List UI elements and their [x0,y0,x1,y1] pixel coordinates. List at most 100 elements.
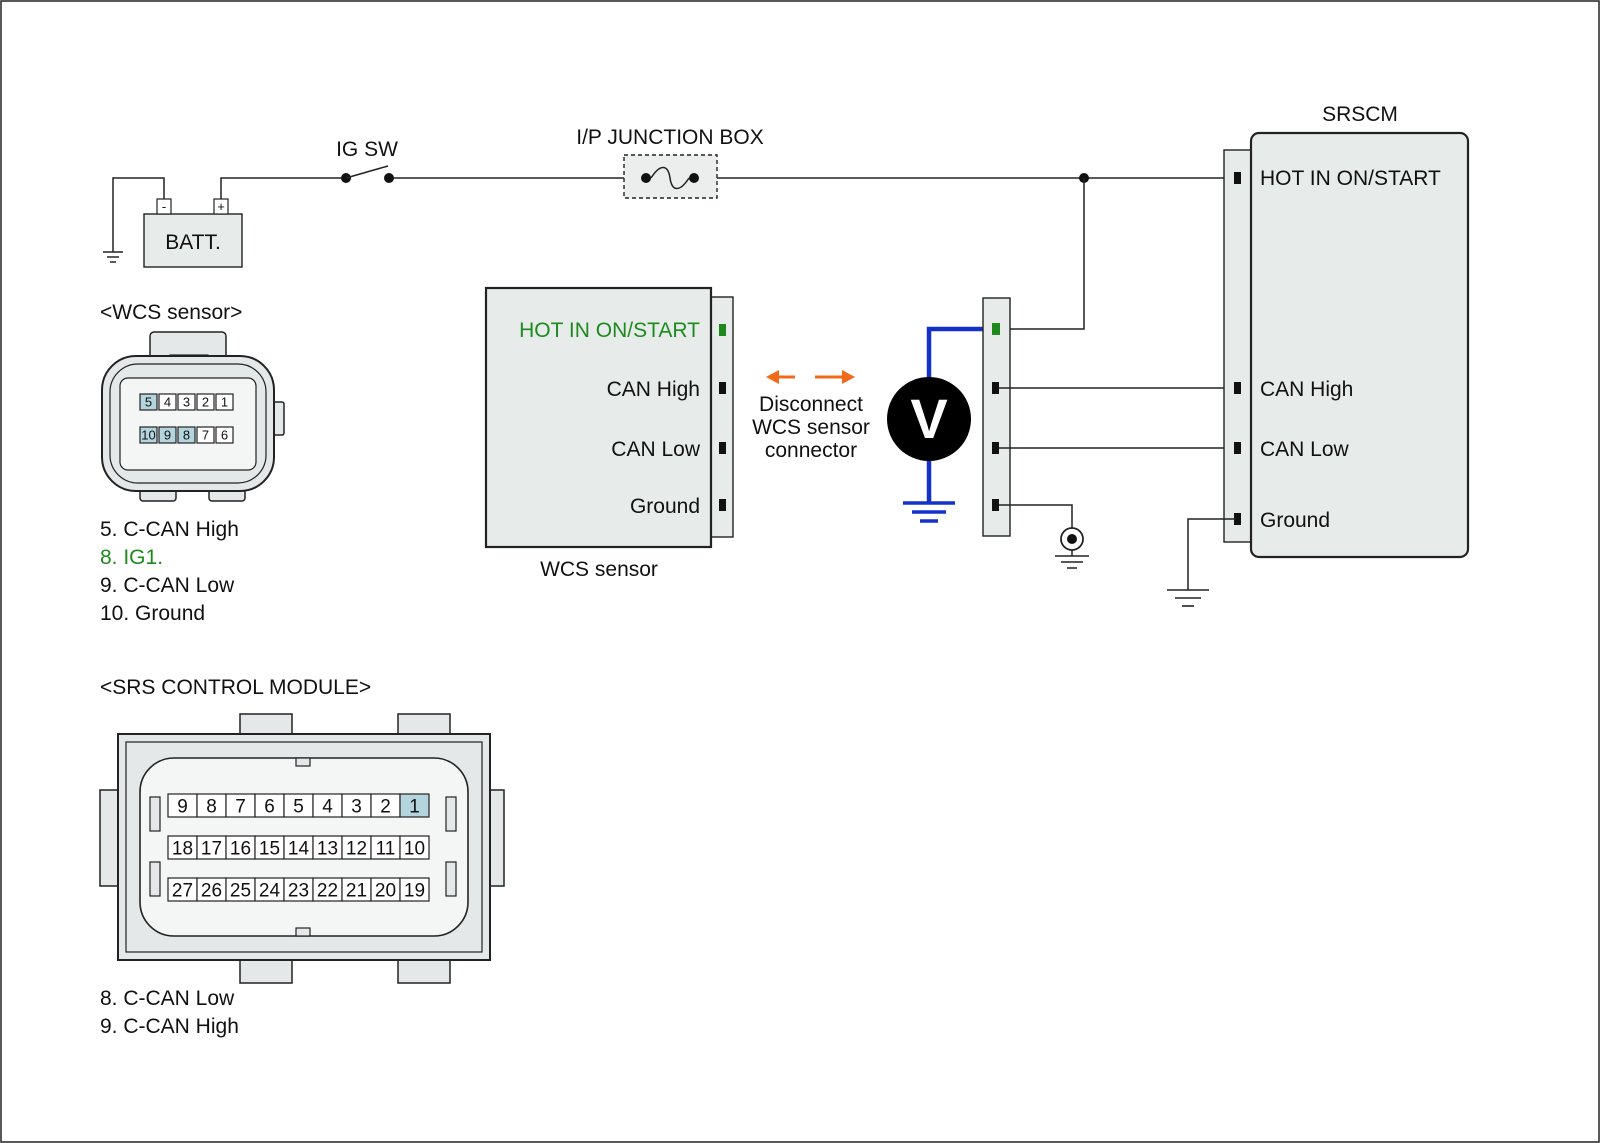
wcs-legend-item: 10. Ground [100,602,205,625]
battery-label: BATT. [165,231,221,254]
connector-pin-number: 20 [375,880,396,901]
connector-pin-number: 8 [183,428,190,443]
srscm-body [1249,131,1470,559]
connector-pin-number: 7 [235,796,246,817]
chassis-ground-icon [1055,527,1089,569]
connector-pin-number: 5 [293,796,304,817]
connector-pin-number: 7 [202,428,209,443]
harness-ground-wire [999,504,1073,528]
connector-pin-number: 27 [172,880,193,901]
connector-pin-number: 24 [259,880,281,901]
connector-pin-number: 2 [202,395,209,410]
srscm-pin-terminal-can-high [1234,382,1241,394]
battery-negative-terminal [156,198,172,215]
connector-pin-number: 6 [264,796,275,817]
harness-pin-can-high [992,382,999,394]
connector-pin-number: 6 [221,428,228,443]
srs-legend-item: 9. C-CAN High [100,1015,239,1038]
fuse-icon [650,166,690,190]
connector-pin-number: 13 [317,838,338,859]
connector-pin-number: 5 [145,395,152,410]
connector-pin-number: 21 [346,880,367,901]
disconnect-note-line-3: connector [765,439,857,462]
disconnect-arrows [766,370,855,384]
ig-switch-label: IG SW [336,138,398,161]
connector-pin-number: 16 [230,838,251,859]
connector-pin-number: 4 [322,796,333,817]
srscm-ground-icon [1167,589,1209,607]
srscm-pin-label-can-low: CAN Low [1260,438,1350,461]
connector-pin-number: 10 [404,838,425,859]
connector-pin-number: 14 [288,838,310,859]
voltmeter-positive-lead [926,326,995,380]
connector-pin-number: 10 [141,428,155,443]
harness-pin-ground [992,499,999,511]
srscm-module: SRSCM HOT IN ON/START CAN High CAN Low G… [1223,103,1470,559]
connector-pin-number: 1 [221,395,228,410]
connector-pin-number: 1 [409,796,420,817]
connector-pin-cell [215,426,234,444]
harness-connector-strip [982,297,1011,537]
connector-pin-cell [177,426,196,444]
hot-branch-wire [995,178,1085,330]
connector-pin-number: 26 [201,880,222,901]
disconnect-note-line-2: WCS sensor [752,416,870,439]
voltmeter: V [887,326,995,523]
wcs-pin-label-can-low: CAN Low [611,438,701,461]
battery-neg-sign: - [162,199,166,214]
voltmeter-ground-icon [903,501,955,523]
connector-pin-number: 4 [164,395,171,410]
srs-connector-title: <SRS CONTROL MODULE> [100,676,371,699]
srscm-pin-terminal-can-low [1234,442,1241,454]
srscm-pin-terminal-ground [1234,513,1241,525]
wcs-connector-face [101,331,285,502]
wcs-sensor-body [484,286,713,549]
connector-pin-cell [399,793,430,818]
battery-ground-icon [103,251,123,263]
srscm-pin-label-can-high: CAN High [1260,378,1353,401]
srscm-pin-terminal-hot [1234,172,1241,184]
junction-box-label: I/P JUNCTION BOX [576,126,763,149]
wcs-pin-label-can-high: CAN High [607,378,700,401]
connector-pin-number: 19 [404,880,425,901]
wcs-sensor-module: HOT IN ON/START CAN High CAN Low Ground … [484,286,734,581]
connector-pin-number: 3 [351,796,362,817]
battery-body [143,213,243,268]
connector-pin-number: 9 [164,428,171,443]
connector-pin-cell [139,393,158,411]
connector-pin-number: 17 [201,838,222,859]
connector-pin-cell [158,426,177,444]
connector-pin-cell [399,877,430,902]
wcs-pin-terminal-ground [719,499,726,511]
wcs-pin-label-ground: Ground [630,495,700,518]
battery: - + BATT. [143,198,243,268]
connector-pin-number: 18 [172,838,193,859]
connector-pin-number: 23 [288,880,309,901]
battery-pos-sign: + [217,199,225,214]
connector-pin-number: 8 [206,796,217,817]
harness-pin-hot [992,323,1000,335]
srscm-title: SRSCM [1322,103,1398,126]
srscm-ground-wire [1187,518,1236,590]
connector-pin-cell [196,393,215,411]
wcs-sensor-title: WCS sensor [540,558,658,581]
connector-pin-number: 11 [376,838,396,859]
battery-ground-wire [112,177,165,252]
wcs-pin-terminal-can-high [719,382,726,394]
ignition-switch: IG SW [336,138,398,183]
junction-box: I/P JUNCTION BOX [576,126,764,199]
connector-pin-cell [139,426,158,444]
wcs-pin-terminal-can-low [719,442,726,454]
harness-pin-can-low [992,442,999,454]
wcs-pin-terminal-hot [719,324,726,336]
connector-pin-cell [196,426,215,444]
srs-legend-item: 8. C-CAN Low [100,987,235,1010]
wcs-pin-label-hot: HOT IN ON/START [519,319,700,342]
connector-pin-cell [399,835,430,860]
battery-positive-wire [220,177,345,199]
